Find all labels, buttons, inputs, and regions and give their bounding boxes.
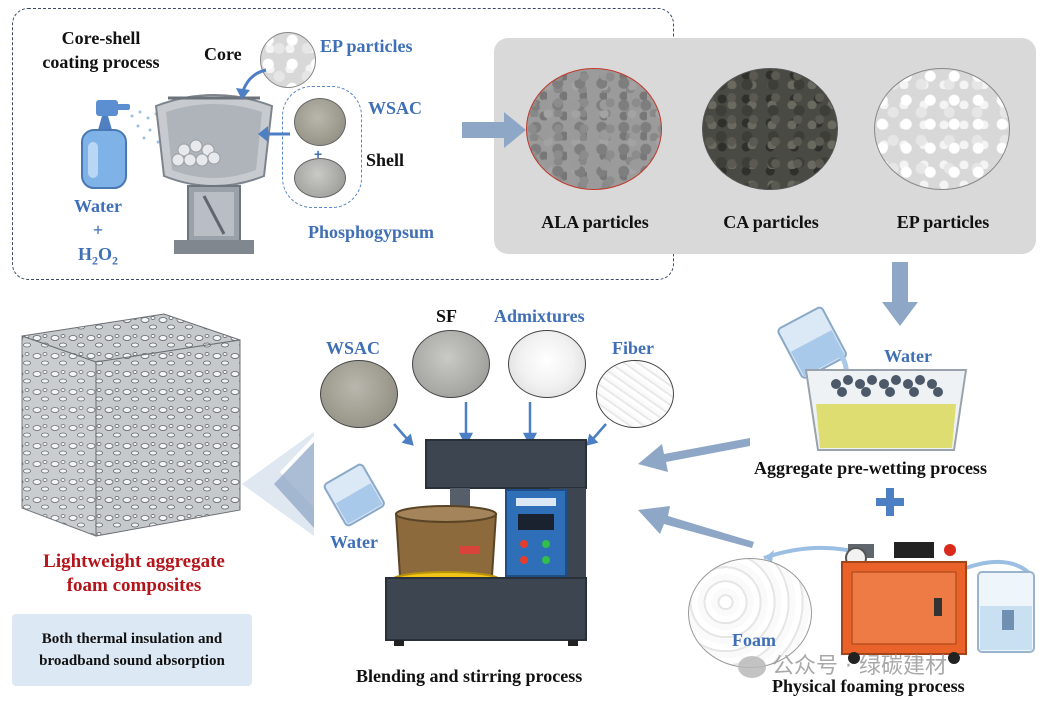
- ca-particles-disc: [702, 68, 838, 190]
- water-beaker-icon: [977, 571, 1035, 653]
- pouring-beaker-icon: [777, 306, 849, 379]
- shell-group-outline: [282, 86, 362, 208]
- coating-title-line2: coating process: [42, 52, 160, 72]
- mixer-pouring-beaker-icon: [323, 463, 385, 527]
- coating-title-line1: Core-shell: [61, 28, 141, 48]
- wsac-shell-label: WSAC: [368, 98, 423, 118]
- prewetting-tank: [804, 369, 968, 451]
- properties-note-text: Both thermal insulation and broadband so…: [12, 628, 252, 672]
- ep-particles-core-label: EP particles: [320, 36, 413, 56]
- composite-title: Lightweight aggregate foam composites: [14, 550, 254, 598]
- watermark-text: 公众号 · 绿碳建材: [772, 654, 947, 679]
- spray-bottle-icon: [81, 100, 130, 189]
- arrow-down-prewetting: [882, 262, 918, 326]
- mixer-water-label: Water: [330, 532, 378, 552]
- ca-particles-label: CA particles: [723, 212, 819, 232]
- ep-particles-disc: [874, 68, 1010, 190]
- wsac-blend-disc: [320, 360, 398, 428]
- mixer-machine: [385, 439, 587, 646]
- fiber-label: Fiber: [612, 338, 654, 358]
- admixtures-disc: [508, 330, 586, 398]
- shell-plus: +: [314, 146, 323, 162]
- h2o2-formula: H2O2: [77, 244, 119, 268]
- fiber-disc: [596, 360, 674, 428]
- coating-water-text: Water: [74, 196, 122, 216]
- arrow-foaming-to-mixer: [638, 506, 754, 548]
- foam-disc: [688, 558, 812, 668]
- foaming-machine: [841, 542, 967, 664]
- coating-title: Core-shell coating process: [36, 26, 166, 74]
- foam-composite-cube: [21, 313, 241, 537]
- arrow-to-particles: [462, 112, 526, 148]
- note-line1: Both thermal insulation and: [41, 631, 223, 647]
- sf-disc: [412, 330, 490, 398]
- blending-label: Blending and stirring process: [356, 666, 583, 686]
- ala-particles-label: ALA particles: [541, 212, 649, 232]
- arrow-prewetting-to-mixer: [638, 438, 750, 472]
- note-line2: broadband sound absorption: [39, 653, 225, 669]
- prewetting-water-label: Water: [884, 346, 932, 366]
- coating-water-label: Water + H2O2: [58, 194, 138, 273]
- ep-core-disc: [260, 32, 316, 88]
- properties-note: [12, 614, 252, 686]
- shell-label: Shell: [366, 150, 405, 170]
- coating-plus-text: +: [92, 220, 104, 240]
- core-arrow: [236, 68, 267, 100]
- sf-label: SF: [436, 306, 458, 326]
- arrow-mixer-to-composite: [242, 432, 314, 536]
- core-label: Core: [204, 44, 242, 64]
- wsac-shell-disc: [294, 98, 346, 146]
- composite-title-line1: Lightweight aggregate: [43, 551, 225, 572]
- ep-particles-label: EP particles: [896, 212, 990, 232]
- shell-arrow: [258, 126, 290, 142]
- admixtures-label: Admixtures: [494, 306, 585, 326]
- ala-particles-disc: [526, 68, 662, 190]
- foaming-label: Physical foaming process: [772, 676, 965, 696]
- phosphogypsum-shell-disc: [294, 158, 346, 198]
- phosphogypsum-label: Phosphogypsum: [308, 222, 435, 242]
- watermark: 公众号 · 绿碳建材: [738, 648, 947, 680]
- plus-icon: [876, 488, 904, 516]
- composite-title-line2: foam composites: [66, 575, 202, 596]
- wechat-icon: [738, 656, 766, 678]
- foam-label: Foam: [732, 630, 776, 650]
- wsac-blend-label: WSAC: [326, 338, 381, 358]
- prewetting-label: Aggregate pre-wetting process: [754, 458, 987, 478]
- coating-drum-machine: [154, 94, 274, 254]
